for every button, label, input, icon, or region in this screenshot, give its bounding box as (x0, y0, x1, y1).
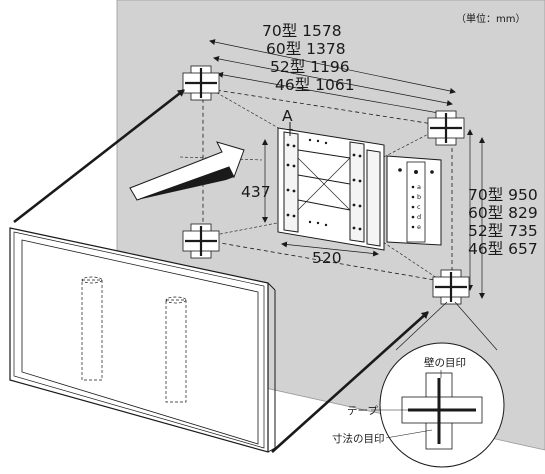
bracket-detail: a b c d e (386, 155, 442, 246)
wall-mark-bottom-left (182, 223, 220, 259)
mount-direction-arrow (129, 141, 245, 201)
vdim-row-1: 70型 950 (468, 186, 538, 204)
callout-leaders (395, 301, 498, 351)
detail-hole-c: c (417, 203, 421, 211)
detail-hole-a: a (417, 183, 421, 191)
wall-mark-bottom-right (432, 269, 470, 305)
television (9, 227, 276, 453)
vdim-row-4: 46型 657 (468, 240, 538, 258)
bracket-width-dimension: 520 (281, 241, 379, 267)
bracket-height-label: 437 (241, 183, 271, 201)
detail-hole-d: d (417, 213, 421, 221)
vdim-row-3: 52型 735 (468, 222, 538, 240)
hdim-row-1: 70型 1578 (262, 22, 342, 40)
unit-note: （単位：mm） (456, 12, 525, 25)
measure-mark-label: 寸法の目印 (332, 432, 385, 445)
alignment-arrows (13, 88, 429, 453)
tv-back-mount-left (81, 276, 103, 381)
vdim-row-2: 60型 829 (468, 204, 538, 222)
vertical-dimension-labels: 70型 950 60型 829 52型 735 46型 657 (468, 186, 538, 258)
vertical-dimension-lines (467, 129, 485, 299)
horizontal-dimension-lines (209, 39, 456, 118)
wall-mark-top-left (182, 65, 220, 101)
wall-mark-callout: 壁の目印 テープ 寸法の目印 (332, 342, 505, 468)
detail-hole-e: e (417, 223, 421, 231)
bracket-width-label: 520 (312, 249, 342, 267)
wall-mark-label: 壁の目印 (424, 356, 466, 369)
tv-back-mount-right (165, 296, 187, 403)
wall-bracket (277, 122, 385, 251)
detail-hole-b: b (417, 193, 421, 201)
horizontal-dimension-labels: 70型 1578 60型 1378 52型 1196 46型 1061 (262, 22, 355, 94)
tape-label: テープ (347, 405, 378, 417)
hdim-row-3: 52型 1196 (270, 58, 350, 76)
wall-mark-top-right (427, 110, 465, 146)
dimension-a-label: A (282, 107, 293, 125)
